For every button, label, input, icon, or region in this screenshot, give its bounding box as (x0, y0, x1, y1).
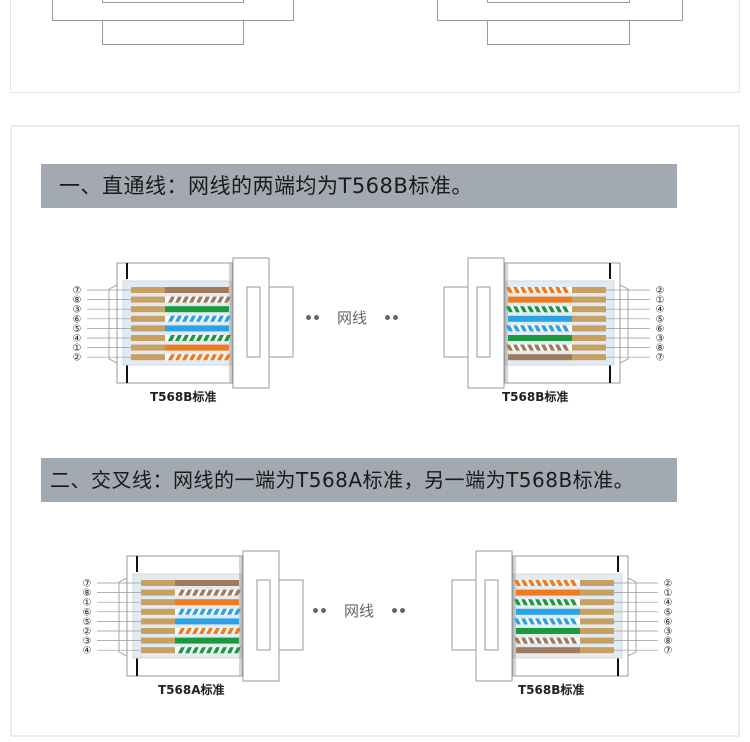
connector-shape-right (437, 0, 683, 21)
plug-caption-right: T568B标准 (502, 390, 569, 404)
svg-text:⑦: ⑦ (83, 579, 92, 590)
svg-text:⑦: ⑦ (664, 646, 673, 657)
previous-panel (10, 0, 740, 93)
svg-text:③: ③ (73, 305, 82, 316)
connector-shape-left-tab (102, 20, 244, 45)
plug-caption-left: T568A标准 (158, 683, 225, 697)
plug-caption-right: T568B标准 (518, 683, 585, 697)
svg-text:⑥: ⑥ (656, 324, 665, 335)
connector-shape-right-tab (487, 20, 630, 45)
svg-text:①: ① (83, 598, 92, 609)
svg-text:④: ④ (73, 334, 82, 345)
svg-text:⑤: ⑤ (83, 617, 92, 628)
svg-text:⑧: ⑧ (83, 588, 92, 599)
svg-text:⑤: ⑤ (656, 314, 665, 325)
svg-text:④: ④ (83, 646, 92, 657)
svg-text:⑤: ⑤ (73, 324, 82, 335)
plug-caption-left: T568B标准 (150, 390, 217, 404)
dots-icon (385, 315, 399, 320)
svg-text:①: ① (73, 343, 82, 354)
svg-text:⑥: ⑥ (73, 314, 82, 325)
svg-text:①: ① (656, 295, 665, 306)
dots-icon (306, 315, 319, 320)
connector-shape-left-inner (102, 0, 244, 3)
dots-icon (392, 608, 406, 613)
svg-text:②: ② (83, 627, 92, 638)
svg-text:③: ③ (664, 627, 673, 638)
svg-text:⑦: ⑦ (656, 353, 665, 364)
dots-icon (313, 608, 326, 613)
svg-text:⑧: ⑧ (73, 295, 82, 306)
cable-label-group: 网线 (306, 307, 399, 328)
svg-text:②: ② (73, 353, 82, 364)
connector-shape-right-inner (487, 0, 630, 3)
svg-text:⑧: ⑧ (664, 636, 673, 647)
svg-text:②: ② (664, 579, 673, 590)
svg-text:④: ④ (656, 305, 665, 316)
svg-text:④: ④ (664, 598, 673, 609)
section-banner-crossover: 二、交叉线：网线的一端为T568A标准，另一端为T568B标准。 (41, 458, 677, 502)
svg-text:①: ① (664, 588, 673, 599)
cable-label: 网线 (344, 602, 375, 620)
svg-text:②: ② (656, 286, 665, 297)
cable-label: 网线 (337, 309, 368, 327)
svg-text:⑦: ⑦ (73, 286, 82, 297)
svg-text:③: ③ (656, 334, 665, 345)
svg-text:⑧: ⑧ (656, 343, 665, 354)
section-banner-straight: 一、直通线：网线的两端均为T568B标准。 (41, 164, 677, 208)
svg-text:⑥: ⑥ (83, 607, 92, 618)
cable-label-group: 网线 (313, 600, 406, 621)
svg-text:③: ③ (83, 636, 92, 647)
svg-text:⑤: ⑤ (664, 607, 673, 618)
connector-shape-left (52, 0, 294, 21)
svg-text:⑥: ⑥ (664, 617, 673, 628)
